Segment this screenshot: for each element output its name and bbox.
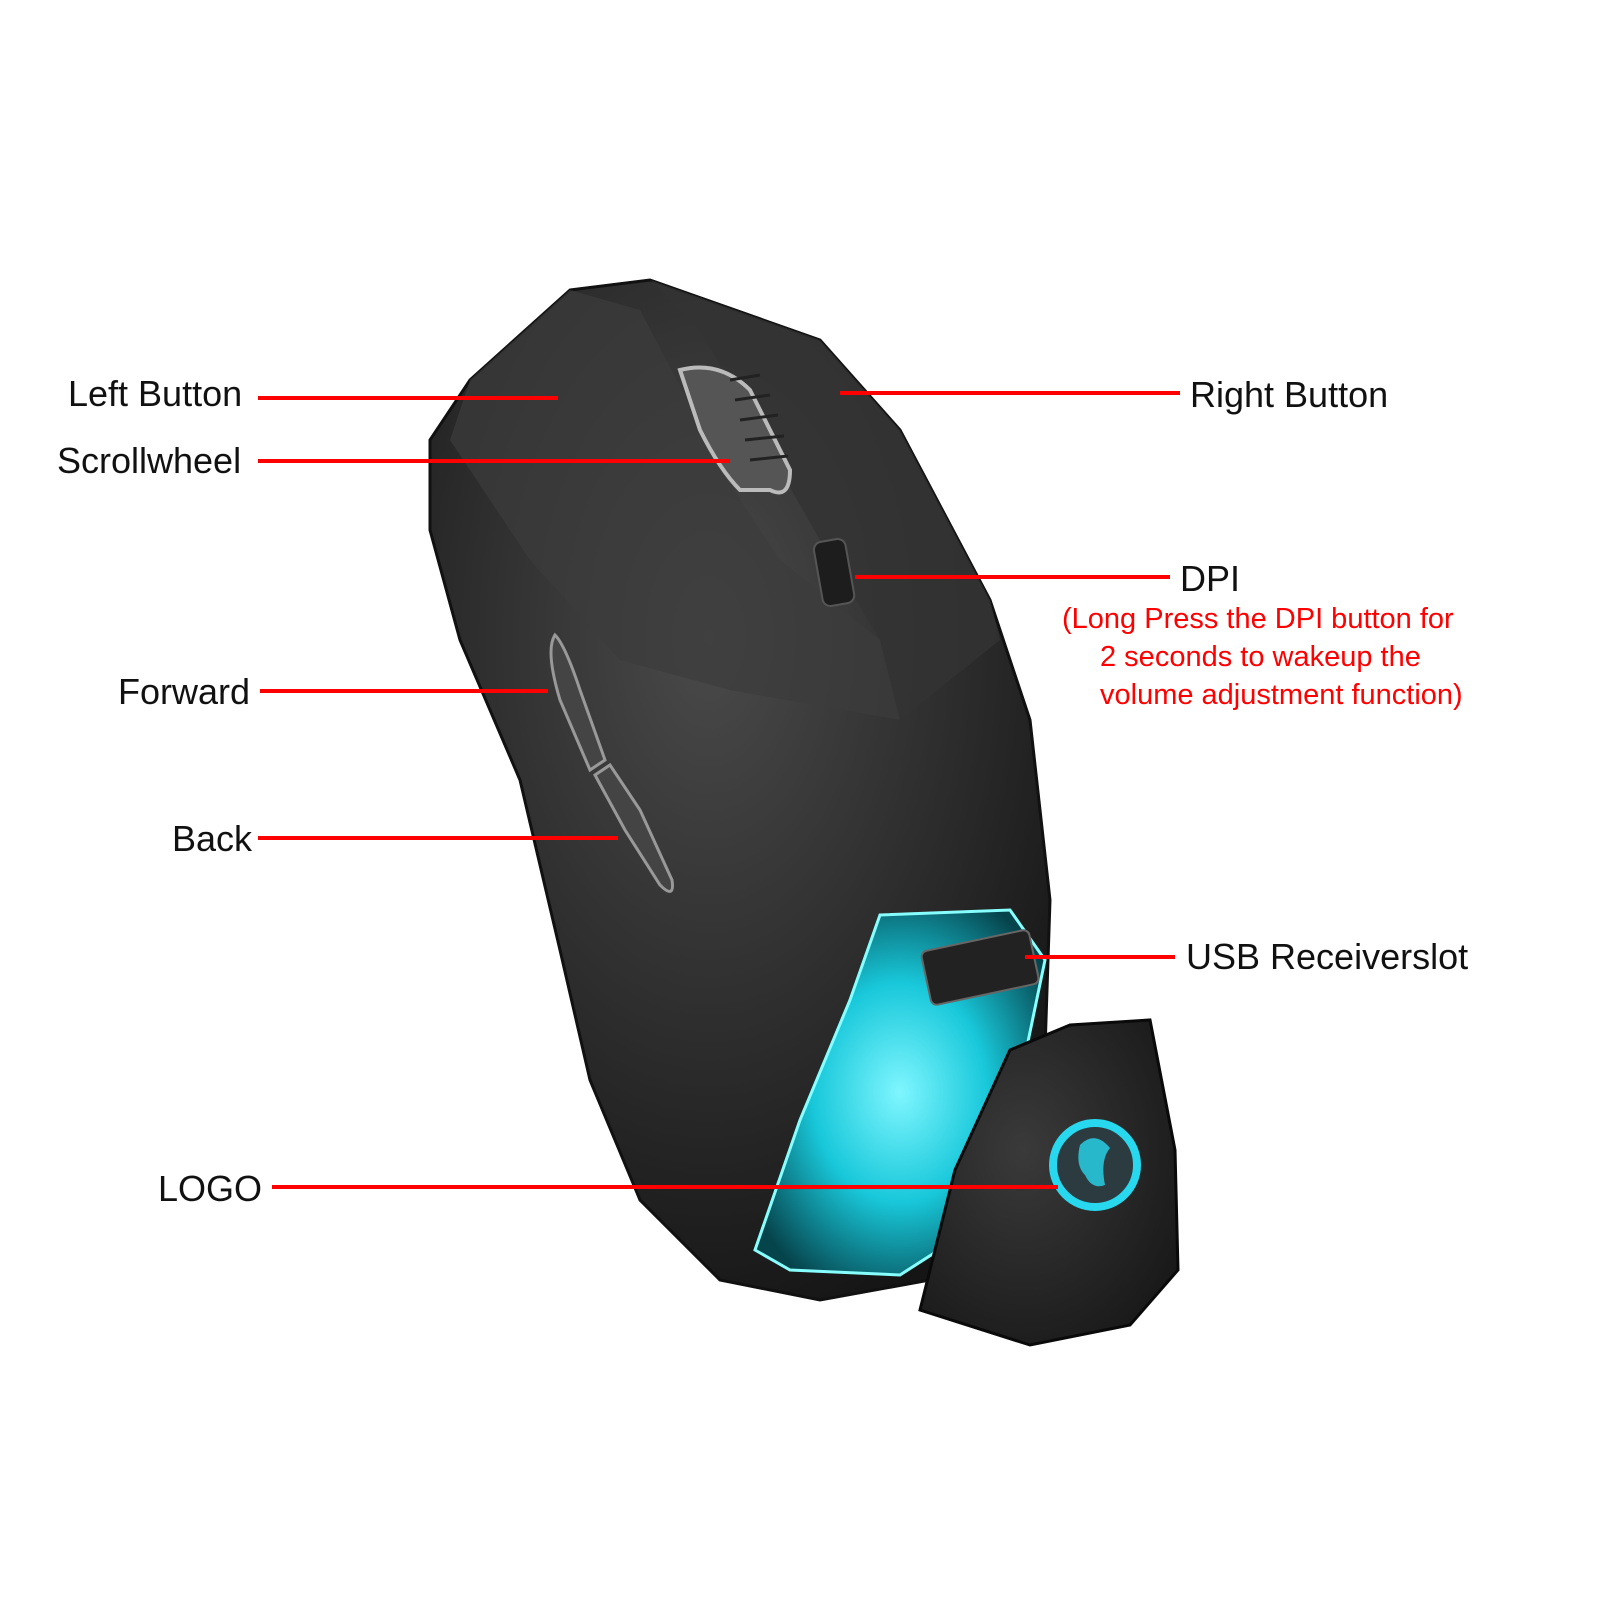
callout-line-back: [258, 836, 618, 840]
label-back: Back: [172, 818, 253, 859]
callout-line-usb-receiver-slot: [1025, 955, 1175, 959]
callout-line-logo: [272, 1185, 1058, 1189]
dpi-note-line-3: volume adjustment function): [1100, 679, 1463, 711]
label-left-button: Left Button: [68, 373, 243, 414]
dpi-note-line-1: (Long Press the DPI button for: [1062, 603, 1454, 635]
label-forward: Forward: [118, 671, 251, 712]
back-button: [593, 762, 674, 893]
forward-button: [549, 632, 607, 773]
label-usb-receiver-slot: USB Receiverslot: [1186, 936, 1469, 977]
label-scrollwheel: Scrollwheel: [57, 440, 242, 481]
callout-line-left-button: [258, 396, 558, 400]
label-logo: LOGO: [158, 1168, 263, 1209]
dpi-button: [812, 537, 856, 608]
callout-line-right-button: [840, 391, 1180, 395]
left-button-shell: [450, 290, 900, 720]
label-dpi: DPI: [1180, 558, 1241, 599]
dpi-note-line-2: 2 seconds to wakeup the: [1100, 641, 1421, 673]
label-right-button: Right Button: [1190, 374, 1389, 415]
callout-line-forward: [260, 689, 548, 693]
callout-line-scrollwheel: [258, 459, 730, 463]
callout-line-dpi: [855, 575, 1170, 579]
battery-cover: [918, 1018, 1180, 1347]
